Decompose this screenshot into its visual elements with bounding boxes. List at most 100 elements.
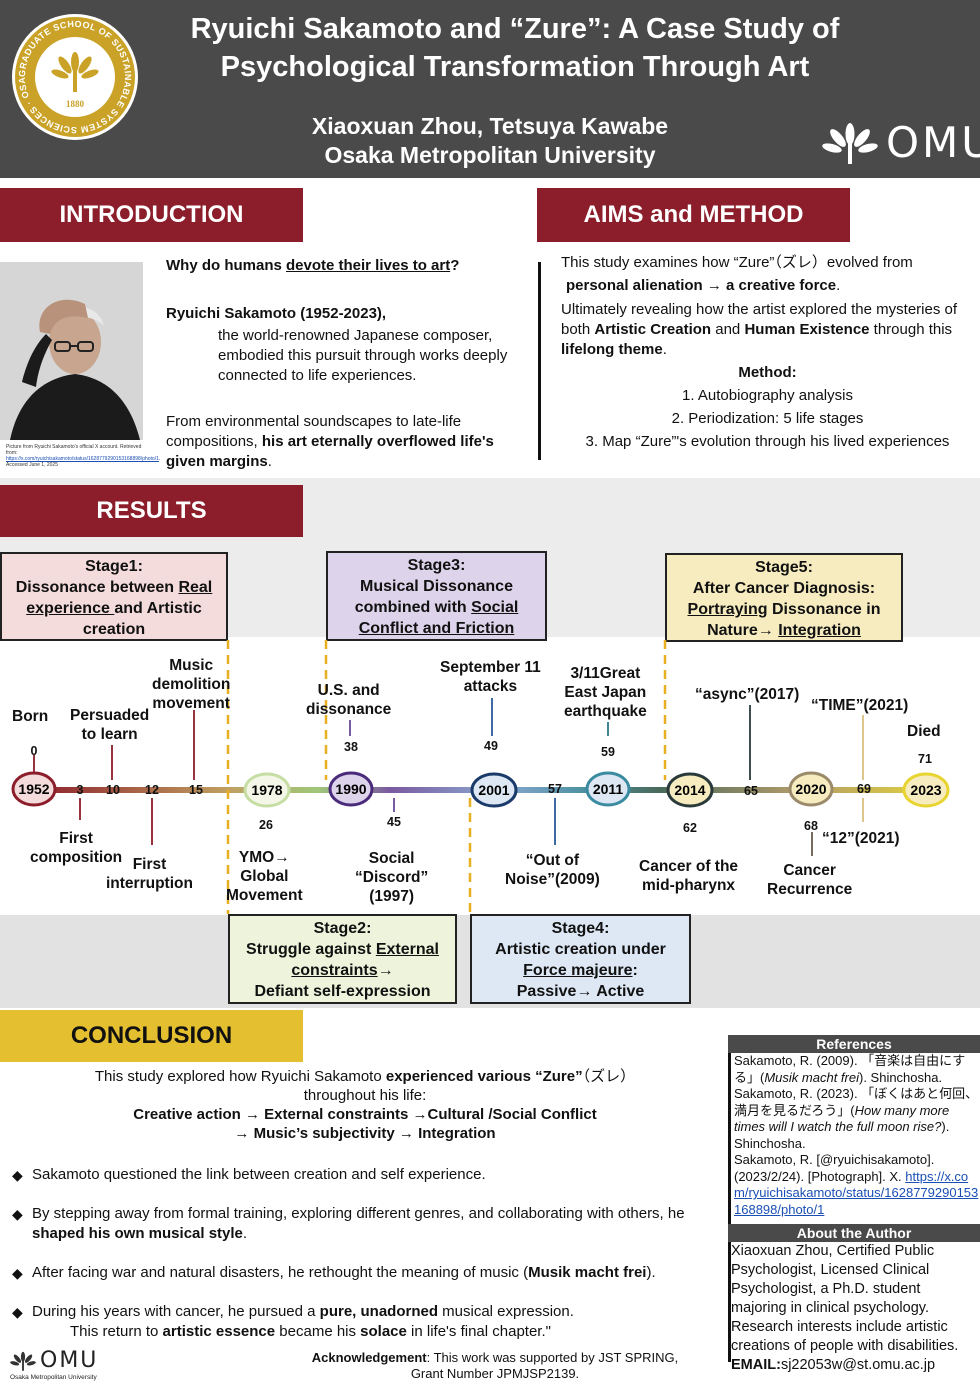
stage-4-box: Stage4: Artistic creation under Force ma… [470, 914, 691, 1004]
aims-p2-b1: Artistic Creation [594, 321, 712, 338]
stage-dividers [226, 640, 667, 914]
conclusion-b4-l2-bold: artistic essence [162, 1323, 276, 1340]
year-2020: 2020 [795, 781, 826, 797]
conclusion-b4-l2-bold2: solace [360, 1323, 407, 1340]
conclusion-bullet-1: ◆Sakamoto questioned the link between cr… [12, 1165, 724, 1185]
method-item-3: 3. Map “Zure”'s evolution through his li… [585, 433, 950, 450]
introduction-heading: INTRODUCTION [0, 188, 303, 242]
event-music-l1: Music [169, 657, 214, 674]
stage-5-line-2: Portraying Dissonance in [669, 599, 899, 620]
diamond-bullet-icon: ◆ [12, 1265, 23, 1281]
diamond-bullet-icon: ◆ [12, 1304, 23, 1320]
university-seal-logo: GRADUATE SCHOOL OF SUSTAINABLE SYSTEM SC… [10, 12, 138, 140]
reference-1-italic: Musik macht frei [764, 1069, 859, 1085]
reference-1-text: Sakamoto, R. (2009). 「音楽は自由にする」( [734, 1053, 966, 1085]
stage-4-title: Stage4: [551, 920, 610, 937]
stage-1-box: Stage1: Dissonance between Real experien… [0, 552, 228, 641]
seal-year: 1880 [66, 99, 85, 109]
stage-2-box: Stage2: Struggle against External constr… [228, 914, 457, 1004]
conclusion-b3-bold: Musik macht frei [528, 1264, 647, 1281]
stage-5-l3-u: Integration [778, 622, 861, 639]
conclusion-intro-post: （ズレ） [582, 1068, 636, 1085]
method-item-1: 1. Autobiography analysis [682, 387, 853, 404]
stage-5-line-1: After Cancer Diagnosis: [692, 580, 876, 597]
stage-1-line-3: creation [82, 621, 146, 638]
reference-1-post: ). Shinchosha. [858, 1069, 943, 1085]
aims-p2-mid2: through this [869, 321, 953, 338]
poster-header [0, 0, 980, 178]
reference-2: Sakamoto, R. (2023). 「ぼくはあと何回、満月を見るだろう」(… [734, 1086, 980, 1152]
stage-3-l3-u: Conflict and Friction [358, 620, 515, 637]
conclusion-b4-post: musical expression. [438, 1303, 574, 1320]
event-music-demolition: Music demolition movement [152, 656, 230, 713]
ack-label: Acknowledgement [311, 1350, 427, 1365]
conclusion-b2-bold: shaped his own musical style [32, 1225, 243, 1242]
diamond-bullet-icon: ◆ [12, 1206, 23, 1222]
stage-3-line-3: Conflict and Friction [330, 618, 543, 639]
event-noise-l1: “Out of [525, 852, 580, 869]
author-block: Xiaoxuan Zhou, Tetsuya Kawabe Osaka Metr… [200, 112, 780, 170]
age-born: 0 [30, 744, 38, 758]
stage-1-title: Stage1: [85, 558, 143, 575]
intro-question: Why do humans devote their lives to art? [166, 256, 526, 276]
conclusion-intro-pre: This study explored how Ryuichi Sakamoto [94, 1068, 386, 1085]
event-born: Born [12, 708, 49, 725]
reference-3: Sakamoto, R. [@ryuichisakamoto]. (2023/2… [734, 1152, 980, 1218]
title-line-1: Ryuichi Sakamoto and “Zure”: A Case Stud… [190, 13, 840, 45]
title-line-2: Psychological Transformation Through Art [220, 51, 810, 83]
aims-paragraph-2: Ultimately revealing how the artist expl… [561, 300, 975, 360]
about-author-divider [728, 1242, 731, 1362]
event-persuaded-l1: Persuaded [70, 707, 150, 724]
stage-2-line-3: Defiant self-expression [254, 983, 431, 1000]
stage-4-l2-post: : [632, 962, 638, 979]
year-2001: 2001 [478, 782, 509, 798]
age-10: 10 [106, 783, 120, 797]
about-author-body: Xiaoxuan Zhou, Certified Public Psycholo… [729, 1242, 980, 1375]
event-music-l3: movement [152, 695, 230, 712]
stage-3-title: Stage3: [407, 557, 466, 574]
event-us-l1: U.S. and [317, 682, 380, 699]
event-first-int-l1: First [132, 856, 167, 873]
intro-env-bold: his art eternally overflowed life's [261, 433, 494, 450]
event-music-l2: demolition [152, 676, 231, 693]
photo-credit-link[interactable]: https://x.com/ryuichisakamoto/status/162… [6, 456, 159, 462]
reference-3-link[interactable]: https://x.com/ryuichisakamoto/status/162… [734, 1168, 979, 1217]
event-time: “TIME”(2021) [811, 697, 909, 714]
event-discord: Social“Discord”(1997) [355, 849, 428, 906]
aims-paragraph-1b: personal alienation → a creative force. [566, 276, 976, 296]
aims-p1b-post: . [836, 277, 841, 294]
aims-divider [538, 262, 541, 460]
stage-1-l2-u: experience [26, 600, 115, 617]
portrait-illustration [0, 262, 143, 440]
photo-accessed: . Accessed June 1, 2025 [6, 456, 161, 468]
stage-2-line-2: constraints→ [232, 960, 453, 981]
conclusion-flow-1: Creative action → External constraints →… [133, 1106, 597, 1123]
event-died: Died [907, 723, 941, 740]
event-noise-l2: Noise”(2009) [505, 871, 600, 888]
aims-paragraph-1: This study examines how “Zure”（ズレ）evolve… [561, 254, 913, 271]
event-eq-l3: earthquake [564, 703, 647, 720]
conclusion-intro: This study explored how Ryuichi Sakamoto… [60, 1067, 670, 1143]
conclusion-flow-2: → Music’s subjectivity → Integration [234, 1125, 496, 1142]
conclusion-b4-l2-post: in life's final chapter." [406, 1323, 551, 1340]
event-recur-l2: Recurrence [767, 881, 853, 898]
year-circle-2001: 2001 [470, 772, 518, 808]
age-71: 71 [918, 752, 932, 766]
conclusion-bullet-4: ◆During his years with cancer, he pursue… [12, 1302, 724, 1342]
stage-5-l2-u: Portraying [687, 601, 768, 618]
sakamoto-photo [0, 262, 143, 440]
reference-3-text: Sakamoto, R. [@ryuichisakamoto]. (2023/2… [734, 1152, 935, 1184]
year-1990: 1990 [335, 781, 366, 797]
author-email[interactable]: sj22053w@st.omu.ac.jp [780, 1357, 936, 1373]
event-recur-l1: Cancer [783, 862, 836, 879]
conclusion-b4-line-2: This return to artistic essence became h… [32, 1322, 724, 1342]
age-12: 12 [145, 783, 159, 797]
conclusion-b3-post: ). [646, 1264, 656, 1281]
conclusion-intro-line-2: throughout his life: [303, 1087, 427, 1104]
event-stems [33, 698, 864, 856]
acknowledgement: Acknowledgement: This work was supported… [285, 1350, 705, 1382]
event-cancer-l2: mid-pharynx [642, 877, 736, 894]
age-62: 62 [683, 821, 697, 835]
